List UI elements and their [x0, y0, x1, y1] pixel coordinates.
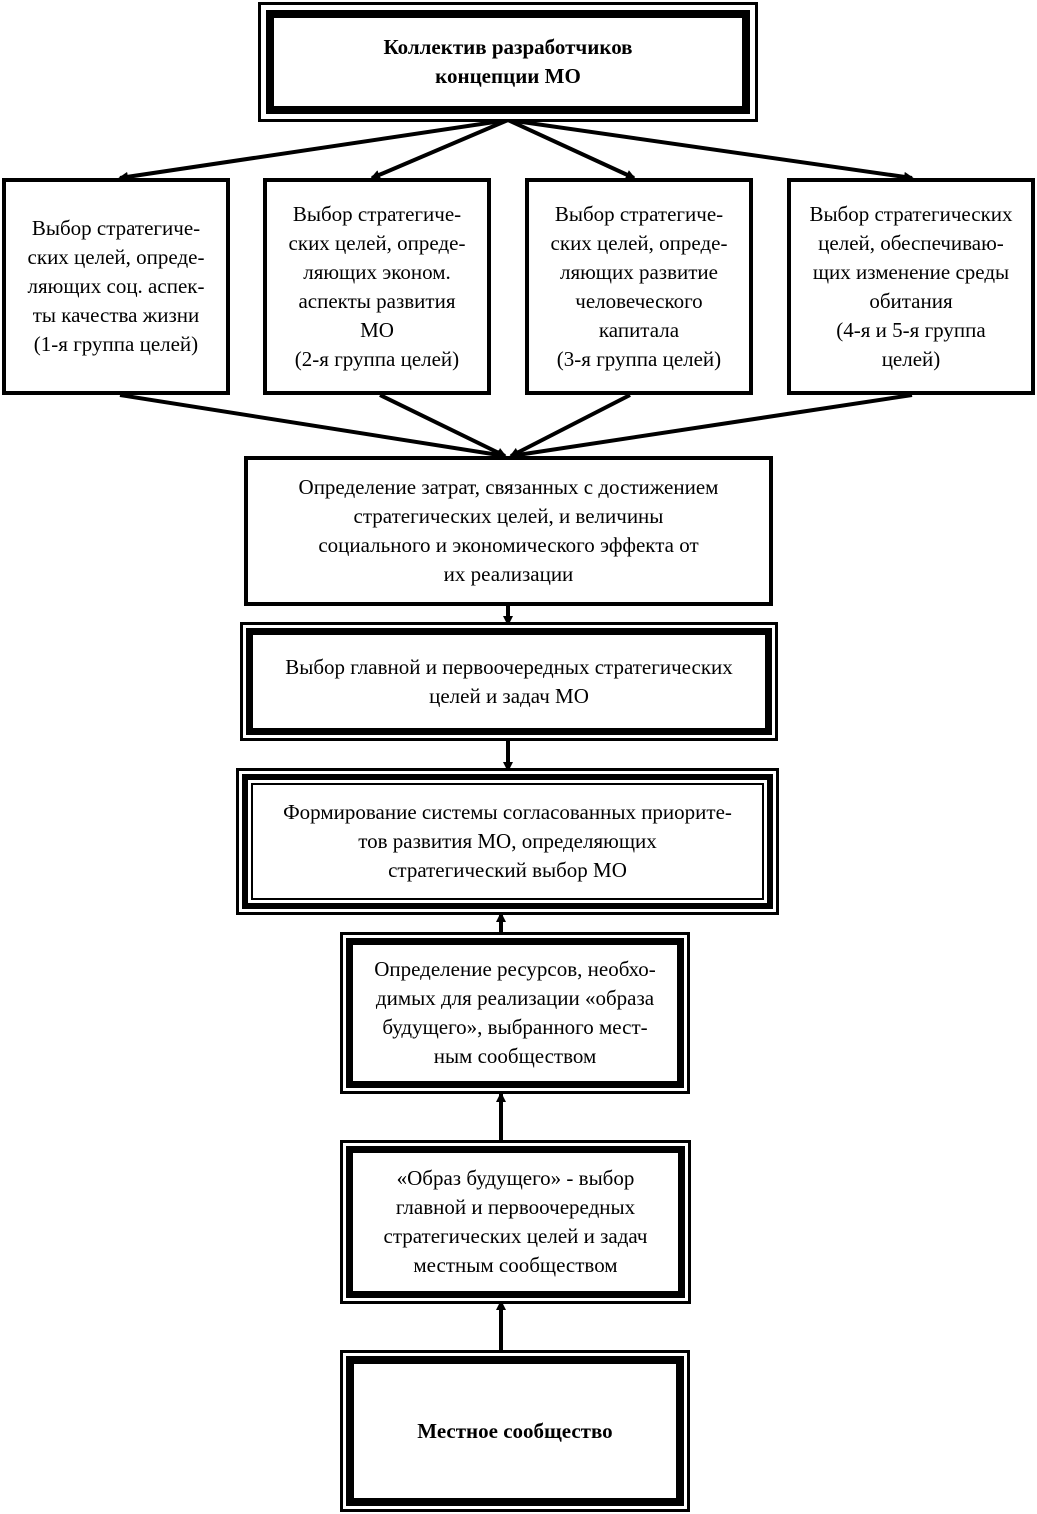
- costs-determination-label: Определение затрат, связанных с достижен…: [298, 475, 719, 586]
- arrow-top-to-group-3: [507, 118, 636, 180]
- goal-group-4-label: Выбор стратегических целей, обеспечиваю-…: [809, 201, 1013, 371]
- priorities-system-label: Формирование системы согласованных приор…: [283, 800, 732, 882]
- arrow-top-to-group-4: [507, 118, 914, 182]
- goal-group-2-label: Выбор стратегиче- ских целей, опреде- ля…: [288, 201, 466, 371]
- arrow-group-2-to-costs: [379, 393, 507, 458]
- developers-team-label: Коллектив разработчиков концепции МО: [383, 35, 633, 88]
- image-of-future-label: «Образ будущего» - выбор главной и перво…: [383, 1166, 648, 1277]
- goal-group-1-box: Выбор стратегиче- ских целей, опреде- ля…: [2, 178, 230, 395]
- resources-determination-label: Определение ресурсов, необхо- димых для …: [374, 957, 656, 1068]
- priorities-system-box: Формирование системы согласованных приор…: [236, 768, 779, 915]
- goal-group-2-box: Выбор стратегиче- ских целей, опреде- ля…: [263, 178, 491, 395]
- goal-group-3-box: Выбор стратегиче- ских целей, опреде- ля…: [525, 178, 753, 395]
- goal-group-4-box: Выбор стратегических целей, обеспечиваю-…: [787, 178, 1035, 395]
- image-of-future-box: «Образ будущего» - выбор главной и перво…: [340, 1140, 691, 1304]
- arrow-top-to-group-1: [118, 118, 509, 182]
- goal-group-3-label: Выбор стратегиче- ских целей, опреде- ля…: [550, 201, 728, 371]
- arrow-top-to-group-2: [370, 118, 509, 180]
- costs-determination-box: Определение затрат, связанных с достижен…: [244, 456, 773, 606]
- main-goals-choice-label: Выбор главной и первоочередных стратегич…: [285, 654, 733, 708]
- arrow-group-4-to-costs: [509, 393, 913, 460]
- main-goals-choice-box: Выбор главной и первоочередных стратегич…: [240, 622, 778, 741]
- arrow-group-1-to-costs: [119, 393, 507, 460]
- resources-determination-box: Определение ресурсов, необхо- димых для …: [340, 932, 690, 1094]
- local-community-box: Местное сообщество: [340, 1350, 690, 1512]
- arrow-group-3-to-costs: [509, 393, 631, 458]
- developers-team-box: Коллектив разработчиков концепции МО: [258, 2, 758, 122]
- local-community-label: Местное сообщество: [417, 1418, 613, 1443]
- goal-group-1-label: Выбор стратегиче- ских целей, опреде- ля…: [27, 216, 205, 356]
